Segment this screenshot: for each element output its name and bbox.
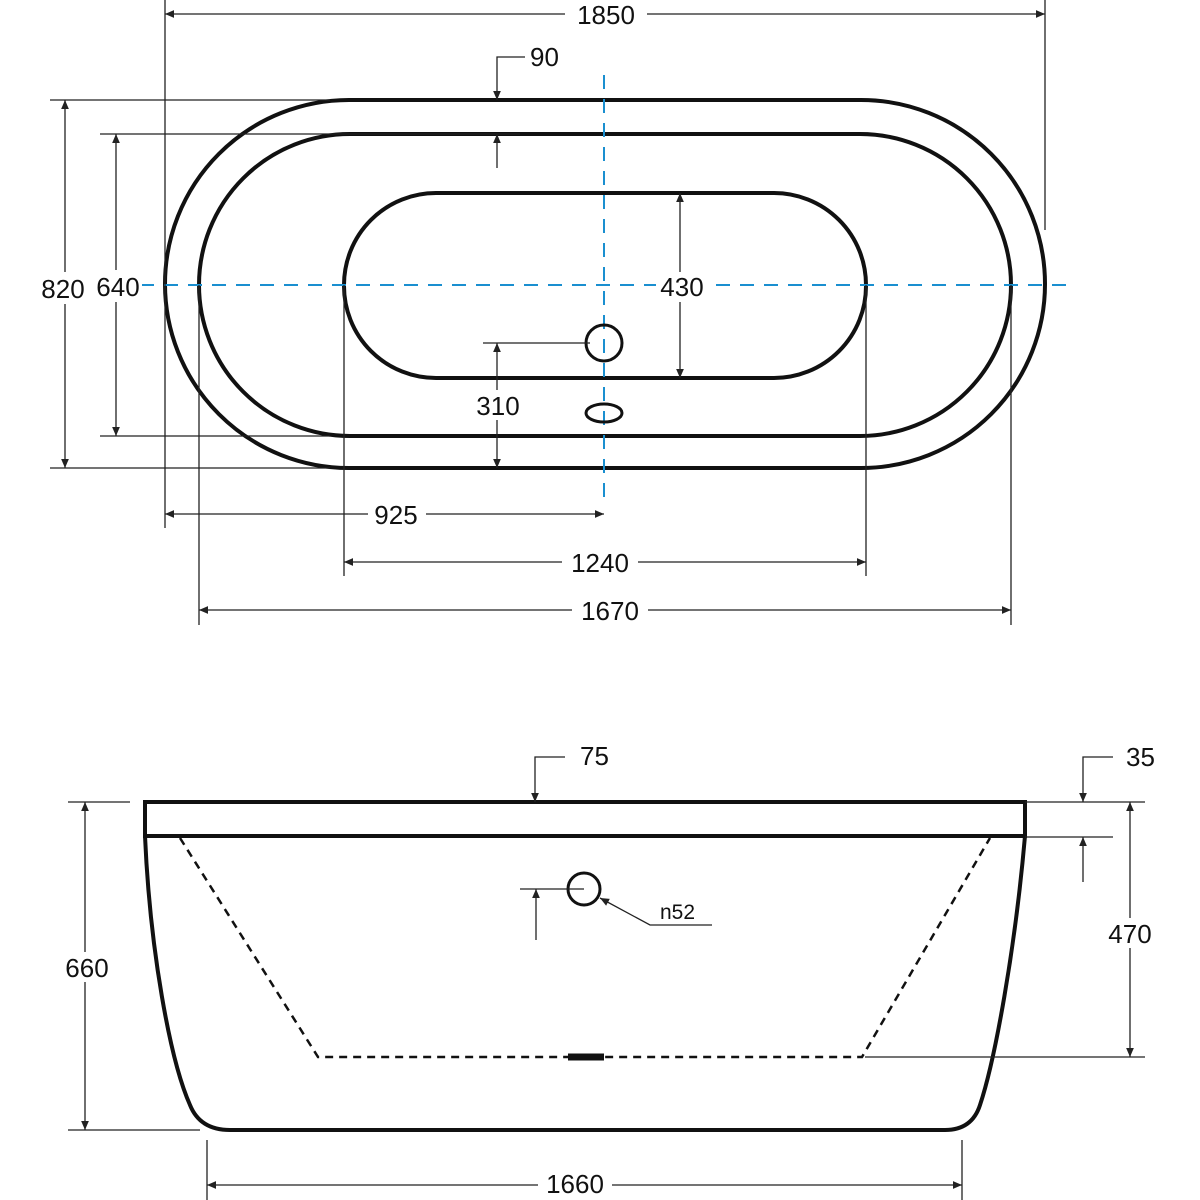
dim-label-inner-width: 640 bbox=[96, 272, 139, 302]
top-view: 1850 90 820 640 430 bbox=[38, 0, 1070, 626]
dim-640: 640 bbox=[92, 133, 330, 437]
dim-n52: n52 bbox=[520, 888, 712, 940]
dim-label-overall-height: 660 bbox=[65, 953, 108, 983]
dim-label-inner-depth: 470 bbox=[1108, 919, 1151, 949]
dim-1670: 1670 bbox=[198, 285, 1012, 626]
dim-label-basin-width: 430 bbox=[660, 272, 703, 302]
dim-label-overall-width: 820 bbox=[41, 274, 84, 304]
overflow-icon bbox=[584, 402, 624, 424]
rim-outline bbox=[143, 800, 1027, 838]
dim-820: 820 bbox=[38, 99, 330, 469]
dim-90: 90 bbox=[330, 42, 559, 168]
dim-label-rim-lip: 35 bbox=[1126, 742, 1155, 772]
dim-660: 660 bbox=[58, 801, 200, 1131]
dim-1660: 1660 bbox=[206, 1140, 963, 1200]
dim-470: 470 bbox=[865, 802, 1158, 1058]
body-outline bbox=[143, 835, 1027, 1132]
dim-label-rim-height: 75 bbox=[580, 741, 609, 771]
dim-label-base-length: 1660 bbox=[546, 1169, 604, 1199]
dim-label-rim-width: 90 bbox=[530, 42, 559, 72]
dim-label-inner-length: 1670 bbox=[581, 596, 639, 626]
dim-label-overall-length: 1850 bbox=[577, 0, 635, 30]
dim-430: 430 bbox=[656, 193, 708, 378]
dim-label-drain-offset: 310 bbox=[476, 391, 519, 421]
dim-label-drain-center: 925 bbox=[374, 500, 417, 530]
dim-1850: 1850 bbox=[164, 0, 1046, 528]
dim-label-basin-length: 1240 bbox=[571, 548, 629, 578]
side-view: 75 35 470 660 n52 bbox=[58, 741, 1158, 1200]
dim-925: 925 bbox=[165, 500, 604, 530]
dim-75: 75 bbox=[531, 741, 609, 802]
dim-310: 310 bbox=[470, 342, 590, 468]
inner-basin-dashed bbox=[178, 837, 992, 1059]
dim-1240: 1240 bbox=[343, 285, 867, 578]
dim-label-overflow-diameter: n52 bbox=[660, 901, 695, 924]
dim-35: 35 bbox=[1025, 742, 1155, 882]
